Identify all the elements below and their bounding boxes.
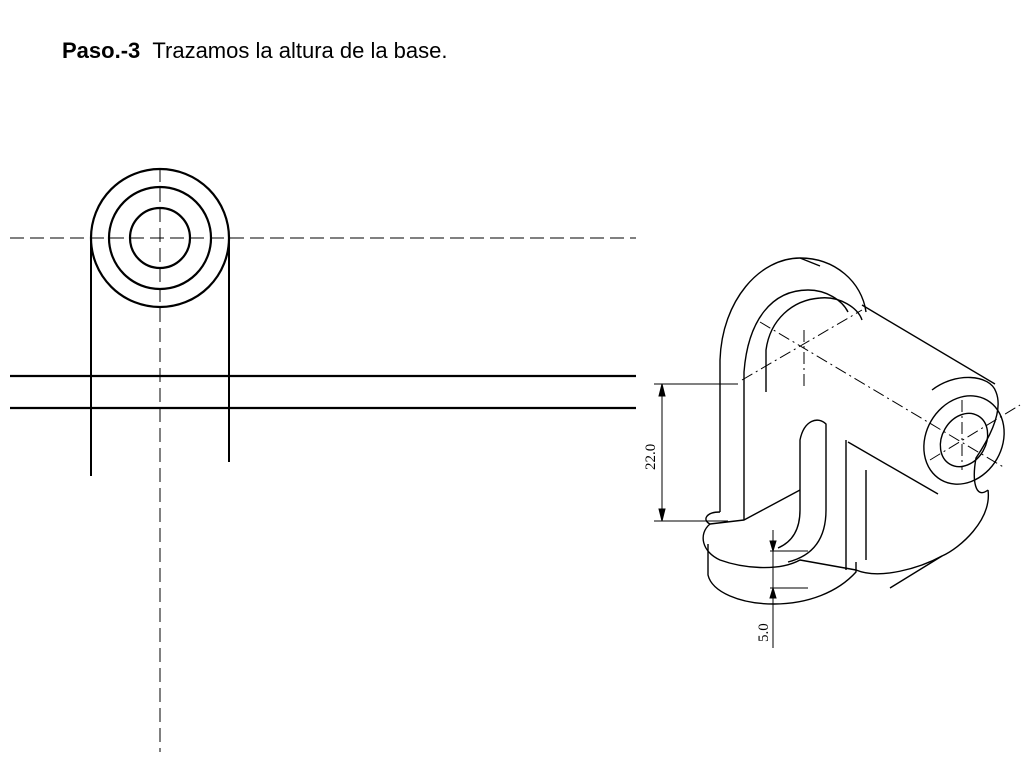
step-description: Trazamos la altura de la base. [152,38,448,63]
upright-cross-line [741,309,863,381]
base-plate-bottom-right [855,555,943,575]
step-label: Paso.-3 [62,38,141,63]
upright-top-edge [799,257,821,267]
height-arrow-bottom [658,508,666,522]
cylinder-top-edge [861,304,996,385]
cylinder-bore-inner [939,412,989,468]
cylinder-end-outer [931,376,999,494]
thickness-arrow-top [769,540,777,553]
upright-outer-outline [719,257,867,512]
inner-circle [128,206,192,270]
base-plate-front [707,544,857,605]
cylinder-bottom-edge [847,441,939,495]
dimension-thickness [769,530,808,648]
cylinder-axis-line [759,321,1006,469]
web-left-outline [777,419,827,563]
dimension-height [654,383,738,522]
bore-cross-line [929,404,1021,461]
upright-mid-arc [765,297,863,392]
thickness-arrow-bottom [769,586,777,599]
height-dimension-label: 22.0 [643,444,659,470]
upright-inner-arc [743,289,849,520]
cylinder-end-flange [889,489,989,589]
thickness-dimension-label: 5.0 [756,623,772,642]
height-arrow-top [658,383,666,397]
cylinder-bore-outer [923,395,1005,485]
middle-circle [107,185,213,291]
slide-title: Paso.-3 Trazamos la altura de la base. [62,38,448,64]
base-plate-outline [702,523,857,571]
isometric-part [702,257,1005,605]
front-view-construction [10,167,636,752]
isometric-center-lines [741,309,1021,470]
